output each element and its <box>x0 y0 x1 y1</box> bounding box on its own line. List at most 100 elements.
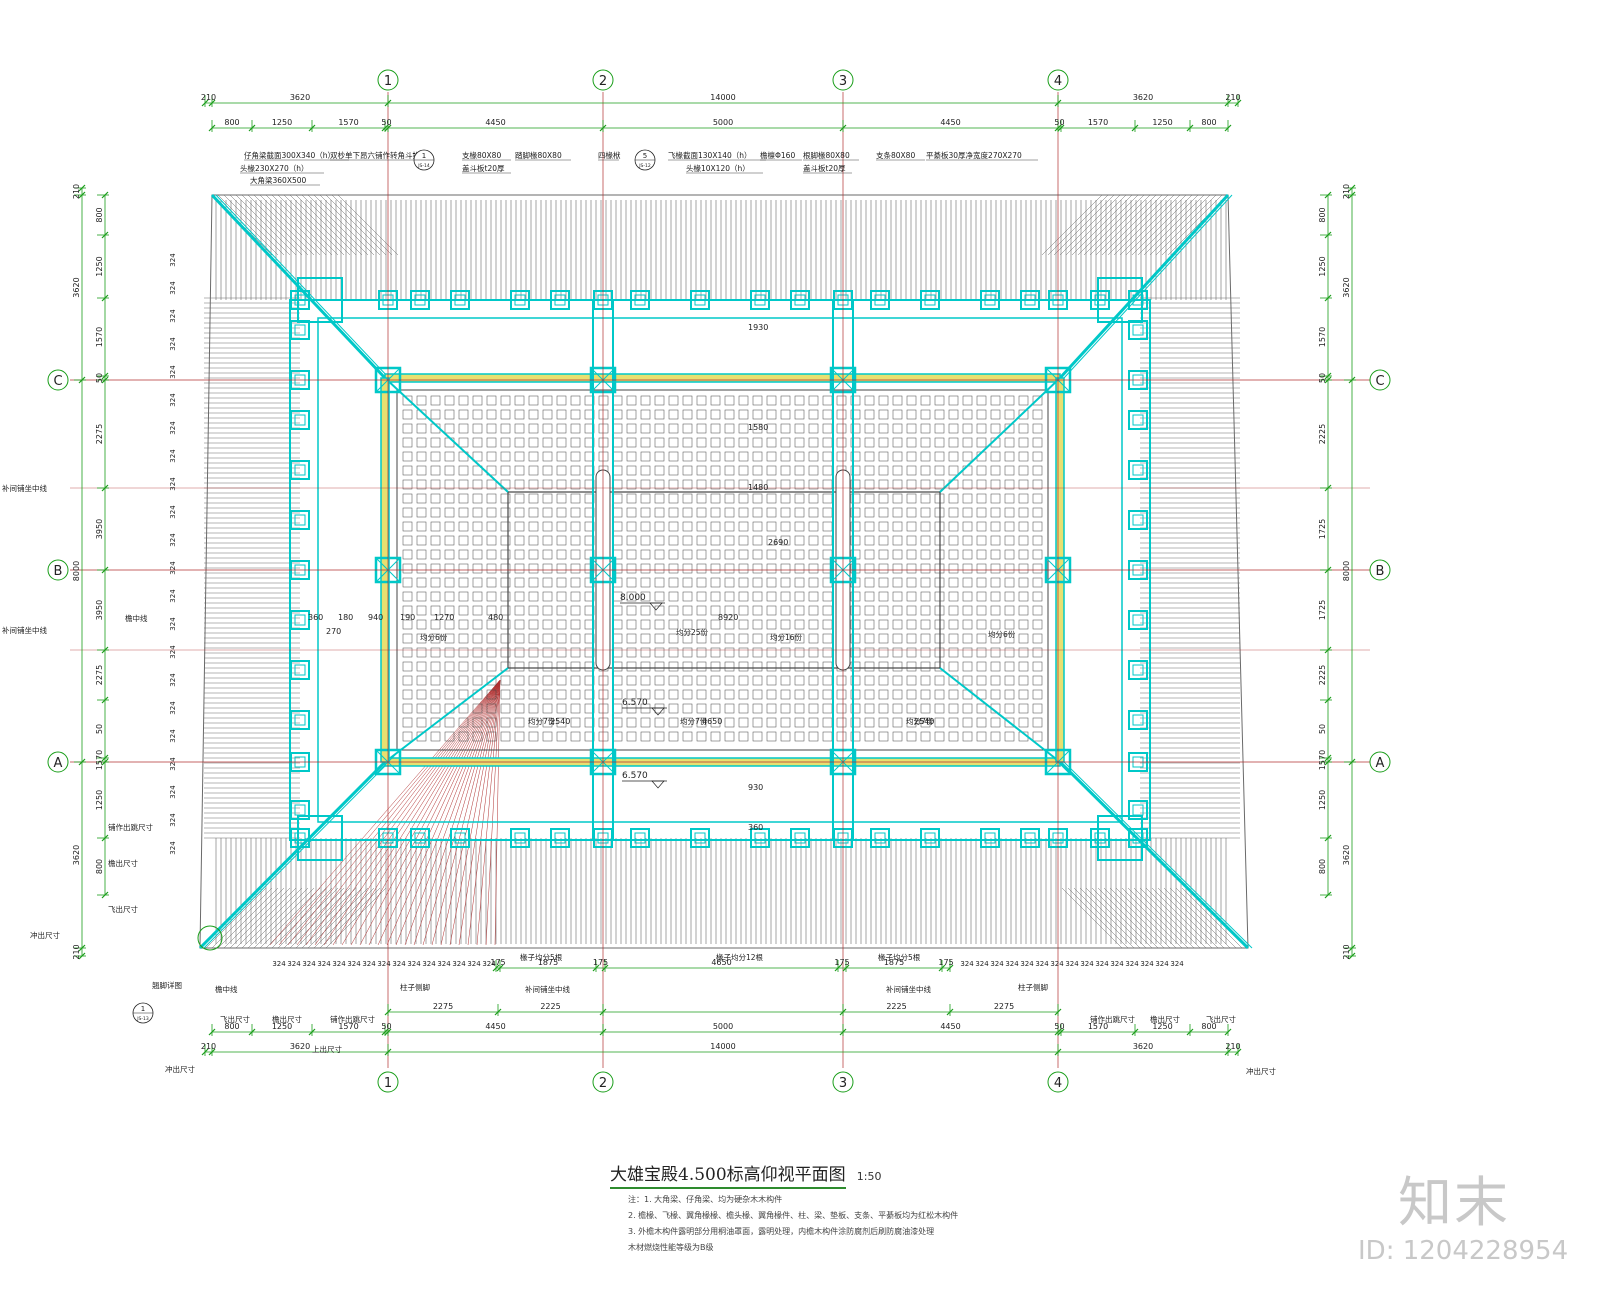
bracket-set-inner <box>1094 294 1106 306</box>
rafter-module-label: 324 <box>452 960 466 968</box>
coffer-cell <box>612 423 623 434</box>
bracket-set-inner <box>634 294 646 306</box>
elevation-label: 6.570 <box>622 771 648 781</box>
axis-label: 2 <box>599 1076 607 1091</box>
inner-dim-label: 480 <box>488 613 503 622</box>
coffer-cell <box>1032 451 1043 462</box>
dim-label: 210 <box>201 93 216 102</box>
coffer-cell <box>486 395 497 406</box>
coffer-cell <box>738 535 749 546</box>
coffer-cell <box>696 437 707 448</box>
dim-slash <box>1054 124 1062 132</box>
inner-label: 均分7份 <box>906 716 934 726</box>
coffer-cell <box>724 675 735 686</box>
inner-coffer-frame <box>507 491 941 669</box>
coffer-cell <box>920 647 931 658</box>
rafter-module-label: 324 <box>467 960 481 968</box>
coffer-cell <box>668 605 679 616</box>
coffer-cell <box>486 535 497 546</box>
coffer-cell <box>850 437 861 448</box>
coffer-cell <box>738 409 749 420</box>
coffer-cell <box>444 633 455 644</box>
coffer-cell <box>836 675 847 686</box>
bracket-set-inner <box>754 294 766 306</box>
coffer-cell <box>640 563 651 574</box>
coffer-cell <box>920 409 931 420</box>
coffer-cell <box>738 549 749 560</box>
coffer-cell <box>626 703 637 714</box>
dim-label: 210 <box>1225 93 1240 102</box>
coffer-cell <box>850 619 861 630</box>
dim-slash <box>384 1008 392 1016</box>
coffer-cell <box>472 633 483 644</box>
coffer-cell <box>780 521 791 532</box>
coffer-cell <box>1004 689 1015 700</box>
bracket-set <box>290 828 310 848</box>
coffer-cell <box>752 675 763 686</box>
coffer-cell <box>850 395 861 406</box>
bottom-label: 柱子侧脚 <box>400 982 430 992</box>
coffer-cell <box>878 395 889 406</box>
coffer-cell <box>1004 619 1015 630</box>
rafter-module-label: 324 <box>1020 960 1034 968</box>
coffer-cell <box>444 675 455 686</box>
coffer-cell <box>724 395 735 406</box>
coffer-cell <box>1032 563 1043 574</box>
dim-label: 8000 <box>1342 561 1351 581</box>
hip-rafter <box>277 194 339 256</box>
coffer-cell <box>738 647 749 658</box>
coffer-cell <box>850 661 861 672</box>
hip-rafter <box>259 887 321 949</box>
hip-rafter <box>301 887 363 949</box>
dim-label: 1570 <box>338 118 358 127</box>
coffer-cell <box>836 395 847 406</box>
dim-slash <box>384 1028 392 1036</box>
dim-slash <box>1186 124 1194 132</box>
rafter-tail-line <box>332 679 501 946</box>
dim-label: 800 <box>95 207 104 222</box>
coffer-cell <box>724 563 735 574</box>
coffer-cell <box>794 507 805 518</box>
coffer-cell <box>962 507 973 518</box>
dim-label: 4650 <box>711 958 731 967</box>
coffer-cell <box>794 633 805 644</box>
coffer-cell <box>962 493 973 504</box>
rafter-module-label: 324 <box>169 589 177 603</box>
coffer-cell <box>444 493 455 504</box>
side-label: 补间铺坐中线 <box>2 483 47 493</box>
coffer-cell <box>542 451 553 462</box>
coffer-cell <box>710 731 721 742</box>
side-label: 飞出尺寸 <box>108 904 138 914</box>
hip-rafter <box>1169 887 1231 949</box>
coffer-cell <box>542 605 553 616</box>
leader-label: 头椽10X120（h） <box>686 163 750 173</box>
coffer-cell <box>962 591 973 602</box>
dim-label: 1570 <box>95 750 104 770</box>
bracket-set-inner <box>874 832 886 844</box>
coffer-cell <box>542 619 553 630</box>
coffer-cell <box>416 577 427 588</box>
coffer-cell <box>556 661 567 672</box>
coffer-cell <box>724 717 735 728</box>
bracket-set <box>1090 290 1110 310</box>
coffer-cell <box>668 591 679 602</box>
coffer-cell <box>780 437 791 448</box>
coffer-cell <box>976 479 987 490</box>
coffer-cell <box>710 451 721 462</box>
dim-slash <box>308 124 316 132</box>
coffer-cell <box>864 507 875 518</box>
dim-label: 3950 <box>95 600 104 620</box>
coffer-cell <box>724 661 735 672</box>
coffer-cell <box>1018 647 1029 658</box>
leader-label: 踏脚椽80X80 <box>515 150 562 160</box>
coffer-cell <box>500 437 511 448</box>
coffer-cell <box>682 731 693 742</box>
coffer-cell <box>654 717 665 728</box>
coffer-cell <box>570 605 581 616</box>
coffer-cell <box>570 675 581 686</box>
coffer-cell <box>794 675 805 686</box>
coffer-cell <box>570 395 581 406</box>
coffer-cell <box>990 507 1001 518</box>
coffer-cell <box>906 675 917 686</box>
coffer-cell <box>514 647 525 658</box>
